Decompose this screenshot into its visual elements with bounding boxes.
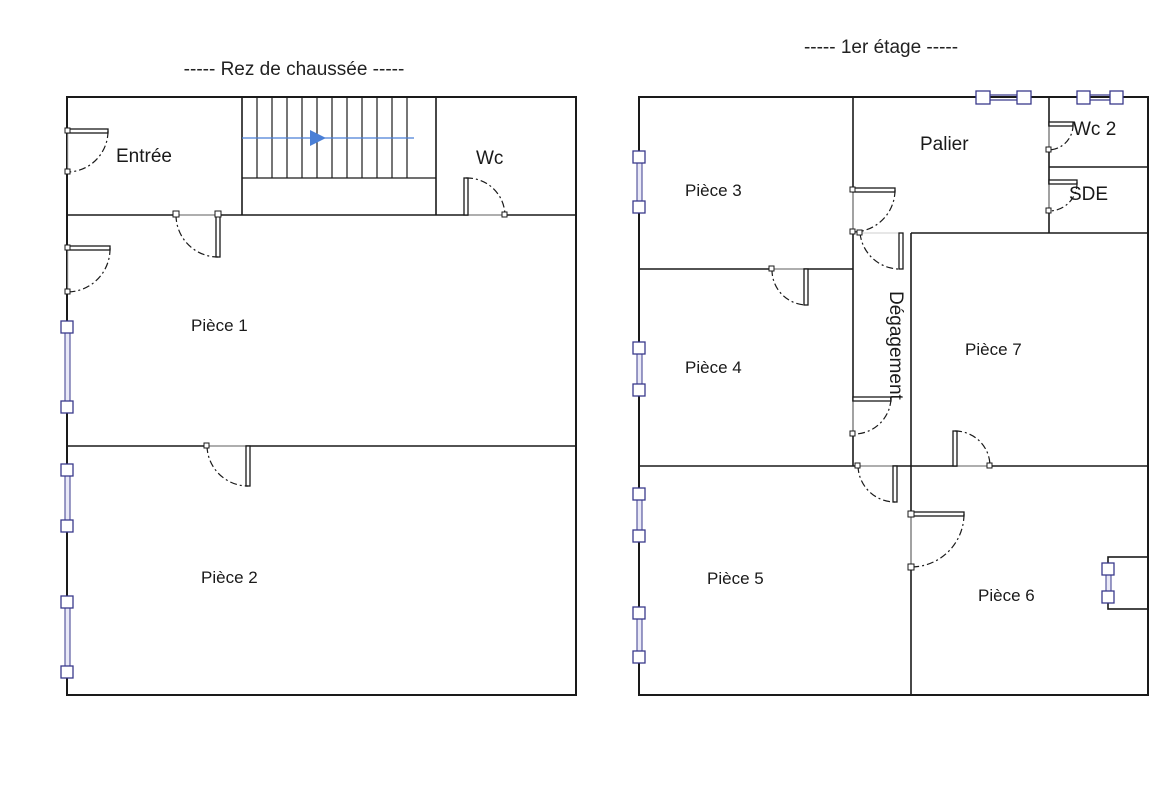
window-icon (632, 341, 646, 397)
room-label-degagement: Dégagement (885, 291, 906, 401)
room-label-entree: Entrée (116, 146, 172, 167)
ground-floor-plan: ----- Rez de chaussée ----- (60, 59, 577, 696)
window-icon (975, 90, 1032, 105)
window-icon (1076, 90, 1124, 105)
door-icon (907, 510, 965, 571)
window-icon (60, 595, 74, 679)
door-icon (768, 265, 809, 306)
room-label-piece-4: Pièce 4 (685, 358, 742, 377)
door-icon (64, 127, 109, 175)
door-icon (849, 186, 896, 235)
door-icon (463, 177, 508, 218)
first-floor-plan: ----- 1er étage ----- (632, 37, 1149, 696)
room-label-piece-5: Pièce 5 (707, 569, 764, 588)
ground-floor-outer-wall (66, 96, 577, 696)
window-icon (632, 150, 646, 214)
room-label-piece-3: Pièce 3 (685, 181, 742, 200)
door-icon (203, 442, 251, 487)
room-label-piece-1: Pièce 1 (191, 316, 248, 335)
window-icon (60, 320, 74, 414)
door-icon (952, 430, 993, 469)
window-icon (1101, 562, 1115, 604)
door-icon (856, 229, 904, 270)
door-icon (1045, 179, 1078, 214)
door-icon (64, 244, 111, 295)
room-label-wc: Wc (476, 148, 503, 169)
first-floor-title: ----- 1er étage ----- (804, 37, 958, 58)
door-icon (1045, 121, 1074, 153)
room-label-piece-6: Pièce 6 (978, 586, 1035, 605)
door-icon (854, 462, 898, 503)
room-label-sde: SDE (1069, 184, 1108, 205)
ground-floor-title: ----- Rez de chaussée ----- (184, 59, 405, 80)
window-icon (632, 487, 646, 543)
door-icon (849, 396, 892, 437)
door-icon (172, 210, 222, 258)
ground-staircase (242, 97, 436, 179)
room-label-palier: Palier (920, 134, 969, 155)
window-icon (60, 463, 74, 533)
window-icon (632, 606, 646, 664)
room-label-piece-2: Pièce 2 (201, 568, 258, 587)
stair-direction-icon (242, 130, 414, 146)
room-label-piece-7: Pièce 7 (965, 340, 1022, 359)
room-label-wc-2: Wc 2 (1073, 119, 1116, 140)
